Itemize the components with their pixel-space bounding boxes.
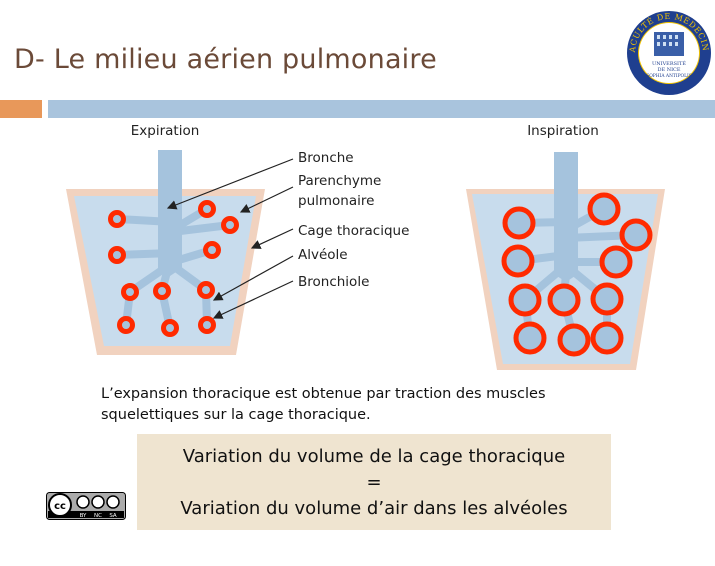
svg-text:DE NICE: DE NICE [657,67,680,73]
arrow-alveole [212,255,294,301]
sa-icon [106,495,120,509]
arrow-bronchiole [212,280,294,319]
label-bronchiole: Bronchiole [298,274,369,290]
label-alveole: Alvéole [298,247,348,263]
lung-diagram: Expiration Inspiration [66,123,665,370]
label-parenchyme-2: pulmonaire [298,193,374,209]
license-sa: SA [109,513,117,519]
by-icon [76,495,90,509]
expiration-lung [66,150,265,355]
arrow-parenchyme [239,186,294,213]
svg-text:SOPHIA ANTIPOLIS: SOPHIA ANTIPOLIS [646,74,692,79]
license-nc: NC [94,513,102,519]
accent-bar-blue [48,100,715,118]
nc-icon [91,495,105,509]
faculty-seal-logo: FACULTÉ DE MÉDECINE UNIVERSITÉ DE NICE S… [626,10,711,95]
bronchus-expanded [554,152,578,266]
explanation-text: L’expansion thoracique est obtenue par t… [101,386,546,423]
arrow-cage [250,228,294,249]
volume-relation-box: Variation du volume de la cage thoraciqu… [137,434,611,530]
inspiration-lung [466,152,665,370]
label-cage: Cage thoracique [298,223,409,239]
expiration-label: Expiration [131,123,200,139]
box-line-3: Variation du volume d’air dans les alvéo… [180,498,568,519]
annotation-arrows [166,158,294,319]
box-line-1: Variation du volume de la cage thoraciqu… [182,446,566,467]
arrow-bronche [166,158,294,210]
alveoli-small [108,200,239,337]
accent-bar-orange [0,100,42,118]
license-by: BY [80,513,87,519]
slide-title: D- Le milieu aérien pulmonaire [14,44,437,75]
svg-text:UNIVERSITÉ: UNIVERSITÉ [652,59,686,67]
label-bronche: Bronche [298,150,354,166]
inspiration-label: Inspiration [527,123,599,139]
alveoli-large [501,192,653,357]
cc-license-badge: cc BY NC SA [46,492,126,520]
box-equals: = [366,472,382,493]
label-parenchyme-1: Parenchyme [298,173,381,189]
cc-icon: cc [54,501,66,512]
bronchus [158,150,182,260]
